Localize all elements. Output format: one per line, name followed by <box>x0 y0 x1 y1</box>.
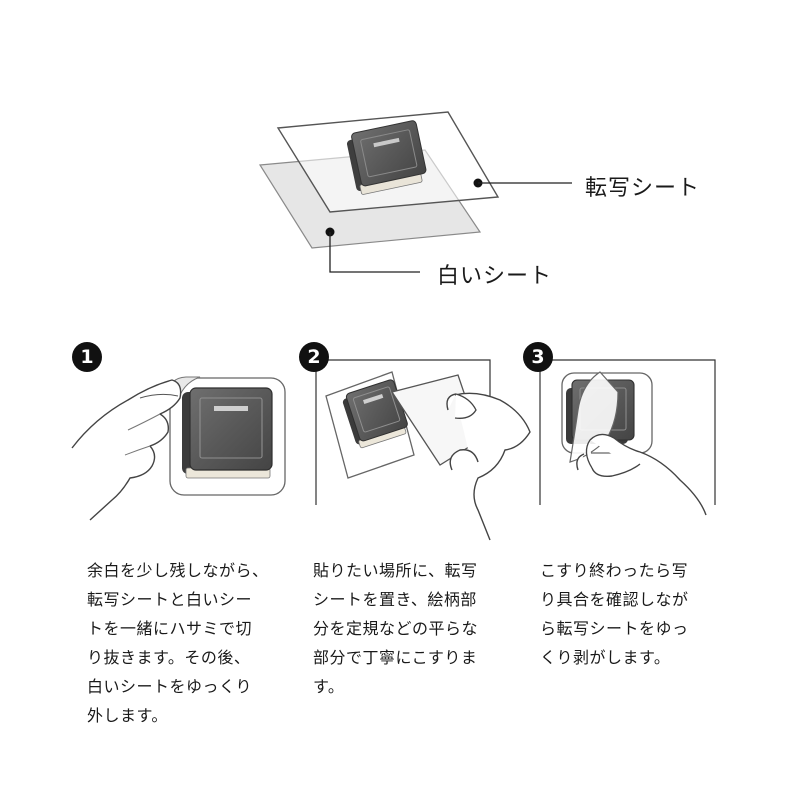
caption-line: シートを置き、絵柄部 <box>313 590 477 609</box>
caption-line: 余白を少し残しながら、 <box>87 561 269 580</box>
caption-line: こすり終わったら写 <box>540 561 689 580</box>
caption-line: り具合を確認しなが <box>540 590 689 609</box>
step-2-caption: 貼りたい場所に、転写 シートを置き、絵柄部 分を定規などの平らな 部分で丁寧にこ… <box>313 556 518 701</box>
step-3-badge: 3 <box>523 342 553 372</box>
caption-line: 貼りたい場所に、転写 <box>313 561 478 580</box>
step-1-illustration <box>71 376 286 521</box>
step-2-badge: 2 <box>299 342 329 372</box>
caption-line: ら転写シートをゆっ <box>540 619 689 638</box>
step-2-illustration <box>315 359 531 541</box>
caption-line: 外します。 <box>87 706 168 725</box>
step-1-badge: 1 <box>72 342 102 372</box>
book-illustration-top <box>346 120 427 195</box>
caption-line: 分を定規などの平らな <box>313 619 479 638</box>
caption-line: 白いシートをゆっくり <box>87 677 253 696</box>
caption-line: くり剥がします。 <box>540 648 671 667</box>
caption-line: 部分で丁寧にこすりま <box>313 648 478 667</box>
transfer-sheet-label: 転写シート <box>585 176 701 201</box>
book-illustration-step2 <box>342 379 408 449</box>
book-illustration-step1 <box>182 387 273 479</box>
caption-line: 転写シートと白いシー <box>87 590 253 609</box>
caption-line: り抜きます。その後、 <box>87 648 251 667</box>
step-3-illustration <box>539 359 716 516</box>
step-3-caption: こすり終わったら写 り具合を確認しなが ら転写シートをゆっ くり剥がします。 <box>540 556 745 672</box>
caption-line: す。 <box>313 677 345 696</box>
white-sheet-label: 白いシート <box>437 264 553 289</box>
caption-line: トを一緒にハサミで切 <box>87 619 253 638</box>
hand-step2 <box>446 392 531 541</box>
hand-step3 <box>576 433 707 516</box>
step-1-caption: 余白を少し残しながら、 転写シートと白いシー トを一緒にハサミで切 り抜きます。… <box>87 556 292 730</box>
hand-step1 <box>71 379 182 521</box>
overview-illustration <box>258 111 572 273</box>
